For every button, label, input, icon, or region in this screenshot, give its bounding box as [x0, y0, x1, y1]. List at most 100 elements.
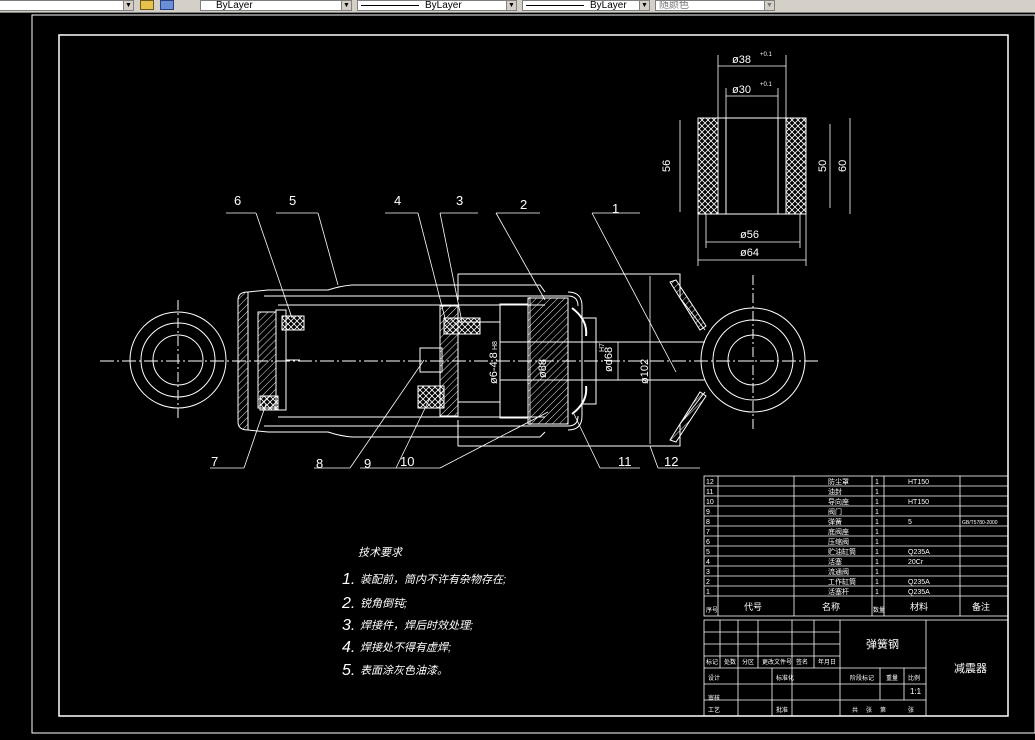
bom-cell-name: 阀门 [828, 507, 842, 516]
bom-header-note: 备注 [972, 601, 990, 612]
bom-cell-no: 5 [706, 549, 710, 556]
tech-item-4: 4. 焊接处不得有虚焊; [342, 639, 451, 656]
layer-manager-icon[interactable] [160, 0, 174, 10]
tech-title: 技术要求 [358, 546, 404, 559]
svg-text:5.: 5. [342, 662, 355, 679]
piston [417, 305, 500, 417]
tb-label-std: 标准化 [776, 674, 794, 682]
dim-d56: ø56 [740, 229, 759, 241]
tech-item-3: 3.焊接件，焊后时效处理; [342, 617, 473, 634]
tb-label-review: 审核 [708, 694, 720, 702]
svg-text:2.: 2. [341, 595, 355, 612]
bushing-detail [679, 55, 851, 266]
chevron-down-icon[interactable]: ▼ [764, 1, 774, 10]
tb-label-sheet-of: 张 [866, 706, 872, 714]
bom-cell-mat: Q235A [908, 589, 930, 596]
bom-cell-qty: 1 [875, 519, 879, 526]
tb-label-process: 工艺 [708, 706, 720, 714]
tb-label-mark: 标记 [706, 658, 718, 666]
dim-outer: ø102 [639, 359, 651, 384]
callout-2: 2 [520, 197, 527, 212]
piston-rod [500, 341, 705, 381]
bom-cell-qty: 1 [875, 529, 879, 536]
bom-table [703, 475, 1009, 617]
color-combo[interactable]: ByLayer ▼ [200, 0, 352, 11]
lineweight-label: ByLayer [590, 0, 627, 11]
svg-text:4.: 4. [342, 639, 355, 656]
bom-cell-name: 油封 [828, 487, 842, 496]
bom-cell-qty: 1 [875, 489, 879, 496]
tb-label-date: 年月日 [818, 658, 836, 666]
bom-cell-qty: 1 [875, 569, 879, 576]
tech-item-5: 5. 表面涂灰色油漆。 [342, 662, 448, 679]
svg-text:表面涂灰色油漆。: 表面涂灰色油漆。 [360, 664, 448, 677]
layer-combo[interactable]: ▼ [0, 0, 134, 11]
bom-cell-no: 11 [706, 489, 713, 496]
dim-bore-88: ø88 [537, 359, 549, 378]
dim-bore-inner: ø6-4.8 [488, 352, 500, 384]
tb-label-sheet-n: 张 [908, 706, 914, 714]
bom-cell-no: 2 [706, 579, 710, 586]
bom-cell-name: 流通阀 [828, 567, 849, 576]
bom-cell-no: 12 [706, 479, 714, 486]
title-block [703, 619, 1009, 717]
plotstyle-combo[interactable]: 随颜色 ▼ [655, 0, 775, 11]
bom-cell-qty: 1 [875, 549, 879, 556]
tb-label-ratio: 比例 [908, 674, 920, 682]
left-eye-mount [129, 300, 227, 420]
bom-cell-mat: 20Cr [908, 559, 924, 566]
cad-drawing-canvas[interactable]: ø6-4.8 H8 ø88 ød68 H7 ø102 ø38 +0.1 ø30 … [0, 12, 1035, 740]
sheet-border-outer [31, 14, 1035, 734]
bom-header-name: 名称 [822, 601, 840, 612]
callout-leaders [210, 212, 700, 469]
bom-cell-no: 1 [706, 589, 710, 596]
linetype-2-label: ByLayer [425, 0, 462, 11]
chevron-down-icon[interactable]: ▼ [506, 1, 516, 10]
bom-cell-no: 10 [706, 499, 714, 506]
tb-label-sheets: 共 [852, 706, 858, 714]
dim-rod: ød68 [603, 347, 615, 372]
lineweight-combo[interactable]: ByLayer ▼ [522, 0, 650, 11]
callout-6: 6 [234, 193, 241, 208]
bom-header-no: 序号 [706, 606, 718, 614]
callout-10: 10 [400, 454, 414, 469]
dim-h60: 60 [837, 160, 849, 172]
bom-cell-mat: Q235A [908, 549, 930, 556]
bom-cell-qty: 1 [875, 579, 879, 586]
vertical-dimensions [499, 276, 651, 444]
layer-state-icon[interactable] [140, 0, 154, 10]
bom-cell-qty: 1 [875, 589, 879, 596]
bom-cell-no: 8 [706, 519, 710, 526]
callout-5: 5 [289, 193, 296, 208]
bom-cell-name: 防尘罩 [828, 477, 849, 486]
chevron-down-icon[interactable]: ▼ [123, 1, 133, 10]
tech-item-1: 1.装配前，筒内不许有杂物存在; [342, 571, 506, 588]
tb-label-doc: 更改文件号 [762, 658, 792, 666]
bom-cell-mat: 5 [908, 519, 912, 526]
dim-bore-inner-fit: H8 [492, 341, 499, 350]
chevron-down-icon[interactable]: ▼ [639, 1, 649, 10]
chevron-down-icon[interactable]: ▼ [341, 1, 351, 10]
bom-cell-name: 压缩阀 [828, 537, 849, 546]
bom-cell-no: 7 [706, 529, 710, 536]
svg-text:装配前，筒内不许有杂物存在;: 装配前，筒内不许有杂物存在; [360, 573, 506, 586]
bom-cell-name: 活塞 [828, 557, 842, 566]
bom-header-mat: 材料 [910, 601, 928, 612]
svg-text:焊接件，焊后时效处理;: 焊接件，焊后时效处理; [360, 619, 473, 632]
linetype-combo[interactable]: ByLayer ▼ [357, 0, 517, 11]
tb-scale: 1:1 [910, 687, 922, 696]
bom-cell-no: 3 [706, 569, 710, 576]
bom-cell-name: 导向座 [828, 497, 849, 506]
bom-cell-mat: HT150 [908, 499, 929, 506]
bom-cell-qty: 1 [875, 509, 879, 516]
bom-cell-mat: Q235A [908, 579, 930, 586]
svg-text:焊接处不得有虚焊;: 焊接处不得有虚焊; [360, 641, 451, 654]
bom-cell-mat: HT150 [908, 479, 929, 486]
callout-4: 4 [394, 193, 401, 208]
dim-rod-fit: H7 [599, 343, 606, 352]
right-eye-mount [700, 275, 806, 430]
bom-cell-no: 4 [706, 559, 710, 566]
svg-text:锐角倒钝;: 锐角倒钝; [360, 597, 407, 610]
tb-label-count: 处数 [724, 658, 736, 666]
callout-12: 12 [664, 454, 678, 469]
